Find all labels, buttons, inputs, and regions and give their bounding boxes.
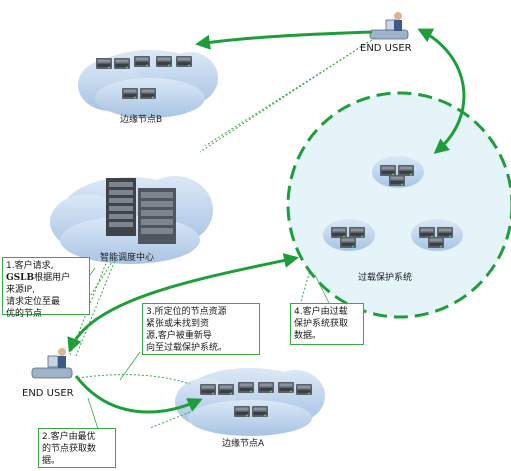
- dispatch-center-label: 智能调度中心: [100, 253, 155, 263]
- note-1-gslb: GSLB: [6, 273, 35, 283]
- arrow-end-user-to-edge-b: [195, 30, 373, 50]
- end-user-top-icon: [369, 12, 409, 40]
- note-1-line-5: 优的节点: [6, 309, 43, 319]
- note-3-line-4: 向至过载保护系统。: [146, 343, 228, 353]
- dispatch-center-server-rack: [106, 178, 176, 244]
- arrow-overload-to-end-user: [67, 253, 299, 353]
- note-2-line-3: 据。: [42, 456, 61, 466]
- note-4-line-3: 数据。: [294, 331, 322, 341]
- note-3-line-3: 源,客户被重新导: [146, 331, 212, 341]
- solid-arrows: [67, 28, 466, 414]
- edge-node-a-label: 边缘节点A: [222, 439, 265, 449]
- overload-system-label: 过载保护系统: [358, 273, 413, 283]
- note-2-line-2: 的节点获取数: [42, 444, 97, 454]
- note-4-line-2: 保护系统获取: [294, 319, 349, 329]
- note-1-line-4: 请求定位至最: [6, 297, 61, 307]
- note-2-line-1: 2.客户由最优: [42, 432, 96, 442]
- note-1-line-2-rest: 根据用户: [34, 273, 71, 283]
- note-3-line-1: 3.所定位的节点资源: [146, 307, 227, 317]
- overload-system-boundary: [286, 91, 511, 319]
- note-1-line-1: 1.客户请求,: [6, 261, 54, 271]
- note-1-box: 1.客户请求, GSLB根据用户 来源IP, 请求定位至最 优的节点: [2, 257, 90, 319]
- note-2-box: 2.客户由最优 的节点获取数 据。: [38, 428, 116, 468]
- end-user-top-label: END USER: [360, 43, 412, 54]
- arrow-end-user-to-overload: [417, 28, 466, 154]
- note-1-line-2: GSLB根据用户: [6, 272, 86, 284]
- end-user-bottom-icon: [31, 348, 73, 379]
- note-4-line-1: 4.客户由过载: [294, 307, 348, 317]
- note-3-box: 3.所定位的节点资源 紧张或未找到资 源,客户被重新导 向至过载保护系统。: [142, 303, 260, 355]
- note-4-box: 4.客户由过载 保护系统获取 数据。: [290, 303, 364, 345]
- note-1-line-3: 来源IP,: [6, 285, 35, 295]
- note-3-line-2: 紧张或未找到资: [146, 319, 210, 329]
- end-user-bottom-label: END USER: [22, 388, 74, 399]
- edge-node-b-label: 边缘节点B: [120, 115, 163, 125]
- arrow-end-user-to-edge-a: [74, 375, 203, 414]
